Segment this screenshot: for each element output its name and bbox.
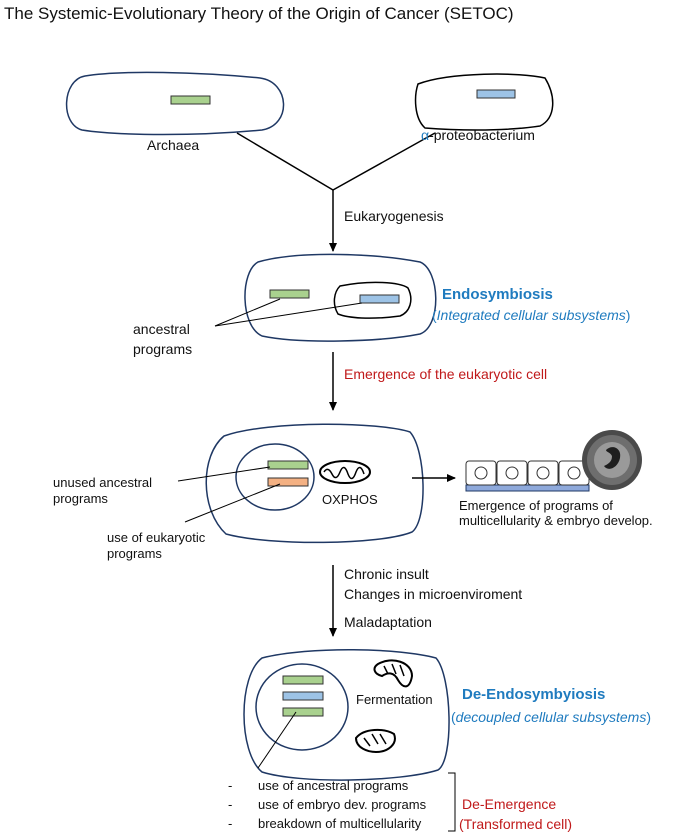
de-endosymbiosis-cell (243, 649, 450, 781)
eukaryotic-programs-line-2: programs (107, 546, 162, 561)
ancestral-programs-line-1: ancestral (133, 321, 190, 337)
endosymbiosis-heading: Endosymbiosis (442, 286, 553, 303)
eukaryotic-pointer (184, 483, 281, 523)
emergence-label: Emergence of the eukaryotic cell (344, 366, 548, 382)
de-endosymbiosis-subtitle: (decoupled cellular subsystems) (451, 709, 651, 726)
eukaryogenesis-label: Eukaryogenesis (344, 208, 444, 224)
paren-open: ( (451, 709, 456, 725)
archaea-label: Archaea (147, 137, 200, 153)
endo-blue-program (359, 294, 400, 304)
de-emergence-label: De-Emergence (462, 796, 557, 812)
maladaptation-label: Maladaptation (344, 614, 432, 630)
archaea-cell (65, 71, 285, 136)
archaea-program (170, 95, 211, 105)
multicellularity-line-2: multicellularity & embryo develop. (459, 513, 653, 528)
ancestral-pointer-1 (214, 298, 281, 327)
proteobacterium-cell (414, 73, 554, 131)
endo-green-program (269, 289, 310, 299)
eukaryotic-cell (205, 423, 424, 544)
bullet-item-3: breakdown of multicellularity (258, 816, 422, 831)
endosymbiosis-subtitle: (Integrated cellular subsystems) (432, 307, 630, 324)
eukaryotic-programs-line-1: use of eukaryotic (107, 530, 206, 545)
endosymbiosis-subtitle-text: Integrated cellular subsystems (436, 307, 626, 323)
ancestral-programs-line-2: programs (133, 341, 193, 357)
bullet-dash-1: - (228, 778, 233, 793)
converge-line-right (332, 132, 436, 191)
unused-program (267, 460, 309, 470)
proteobacterium-label: α-proteobacterium (421, 127, 535, 144)
transformed-cell-label: (Transformed cell) (459, 816, 573, 832)
unused-pointer (177, 466, 271, 482)
ancestral-pointer-2 (214, 302, 363, 327)
eukaryotic-nucleus (235, 443, 315, 511)
de-endo-green-2 (282, 707, 324, 717)
oxphos-label: OXPHOS (322, 492, 378, 507)
bullet-item-1: use of ancestral programs (258, 778, 409, 793)
paren-close: ) (625, 307, 631, 323)
fermentation-label: Fermentation (356, 692, 433, 707)
fragmented-mitochondrion-icon-2 (354, 728, 396, 754)
de-endo-pointer (257, 711, 297, 769)
unused-programs-line-1: unused ancestral (53, 475, 153, 490)
de-endosymbiosis-subtitle-text: decoupled cellular subsystems (455, 709, 647, 725)
de-endo-nucleus (255, 663, 349, 751)
de-endo-green-1 (282, 675, 324, 685)
converge-line-left (236, 132, 334, 191)
epithelium-icon (465, 460, 590, 492)
mitochondrion-icon (319, 460, 371, 484)
outcome-bracket (448, 772, 456, 832)
de-endo-blue (282, 691, 324, 701)
multicellularity-line-1: Emergence of programs of (459, 498, 613, 513)
bullet-item-2: use of embryo dev. programs (258, 797, 427, 812)
eukaryotic-program (267, 477, 309, 487)
page-title: The Systemic-Evolutionary Theory of the … (4, 4, 514, 23)
endosymbiosis-cell (244, 253, 437, 342)
inner-bacterium (333, 281, 412, 319)
de-endosymbiosis-heading: De-Endosymbyiosis (462, 686, 606, 703)
embryo-icon (582, 430, 642, 490)
paren-close: ) (646, 709, 651, 725)
paren-open: ( (432, 307, 437, 323)
proteobacterium-program (476, 89, 516, 99)
bullet-dash-3: - (228, 816, 233, 831)
fragmented-mitochondrion-icon-1 (373, 659, 414, 688)
proteobacterium-label-rest: -proteobacterium (429, 127, 535, 143)
bullet-dash-2: - (228, 797, 233, 812)
chronic-insult-label: Chronic insult (344, 566, 429, 582)
unused-programs-line-2: programs (53, 491, 108, 506)
alpha-symbol: α (421, 127, 430, 143)
changes-label: Changes in microenviroment (344, 586, 523, 602)
